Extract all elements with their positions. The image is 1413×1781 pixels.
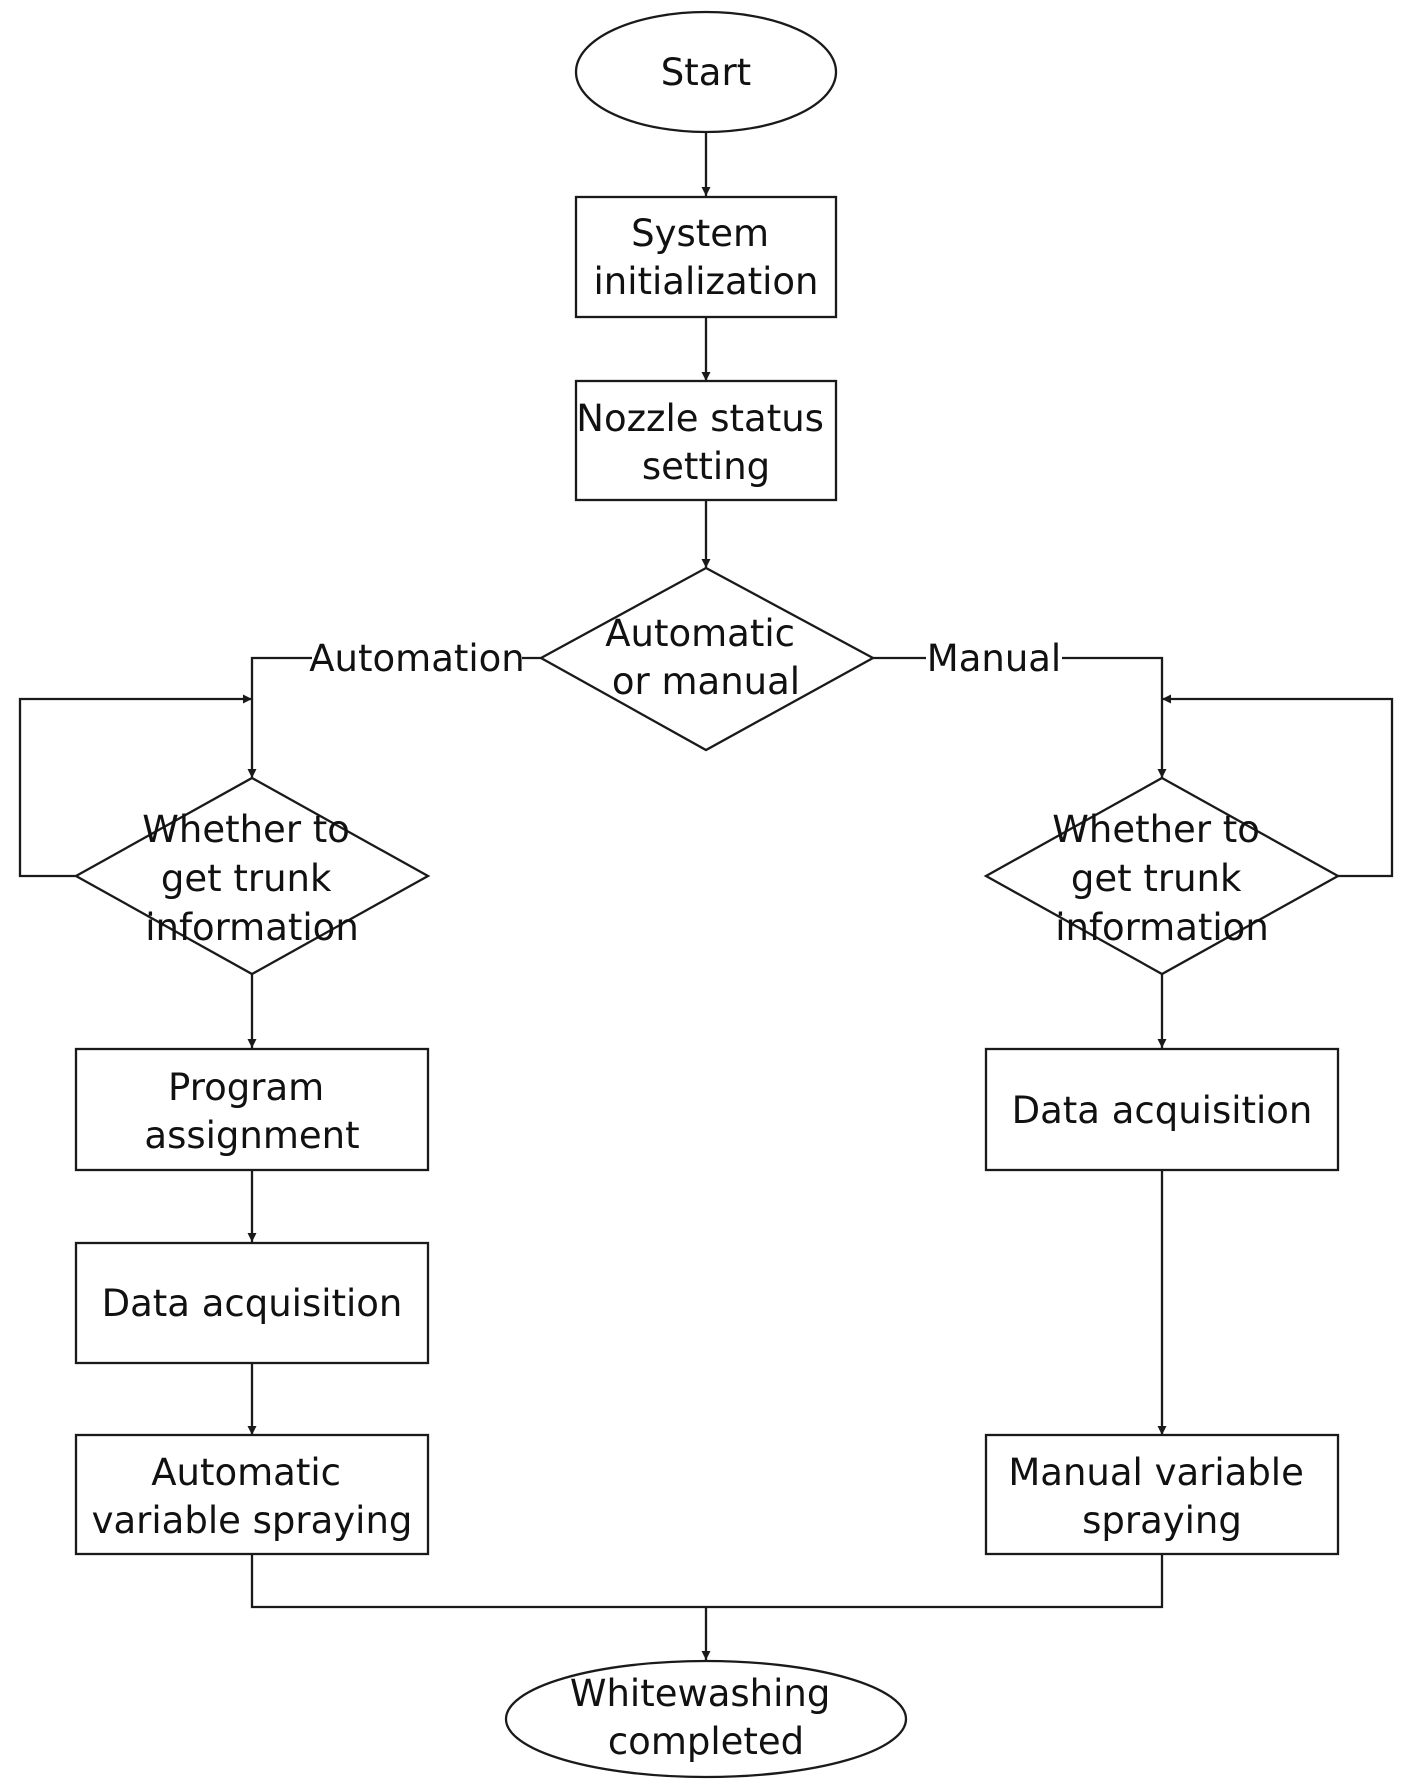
end-terminal bbox=[504, 1659, 908, 1779]
manual-label-plate bbox=[926, 633, 1062, 679]
auto-trunk-decision bbox=[73, 776, 431, 976]
program-process bbox=[74, 1047, 430, 1172]
nozzle-process bbox=[574, 379, 838, 502]
automation-edge-label: Automation bbox=[309, 637, 525, 680]
mode-label: Automatic or manual bbox=[605, 612, 807, 703]
edge-manual-trunk-loop bbox=[1162, 694, 1394, 878]
auto-spray-process bbox=[74, 1433, 430, 1556]
manual-trunk-label: Whether to get trunk information bbox=[1052, 808, 1271, 949]
mode-decision bbox=[538, 566, 876, 752]
edge-auto-trunk-loop bbox=[18, 694, 252, 878]
manual-trunk-decision bbox=[983, 776, 1341, 976]
manual-edge-label: Manual bbox=[927, 637, 1061, 680]
manual-data-label: Data acquisition bbox=[1012, 1089, 1313, 1132]
start-terminal bbox=[574, 10, 838, 134]
auto-data-label: Data acquisition bbox=[102, 1282, 403, 1325]
end-label: Whitewashing completed bbox=[570, 1672, 842, 1763]
init-process bbox=[574, 195, 838, 319]
auto-spray-label: Automatic variable spraying bbox=[92, 1451, 413, 1542]
auto-trunk-label: Whether to get trunk information bbox=[142, 808, 361, 949]
program-label: Program assignment bbox=[144, 1066, 359, 1157]
nozzle-label: Nozzle status setting bbox=[576, 397, 835, 488]
manual-spray-process bbox=[984, 1433, 1340, 1556]
edge-auto-spray-merge bbox=[250, 1554, 1164, 1609]
manual-spray-label: Manual variable spraying bbox=[1008, 1451, 1315, 1542]
manual-data-process bbox=[984, 1047, 1340, 1172]
start-label: Start bbox=[661, 51, 751, 94]
auto-data-process bbox=[74, 1241, 430, 1365]
init-label: System initialization bbox=[594, 212, 819, 303]
automation-label-plate bbox=[312, 633, 522, 679]
